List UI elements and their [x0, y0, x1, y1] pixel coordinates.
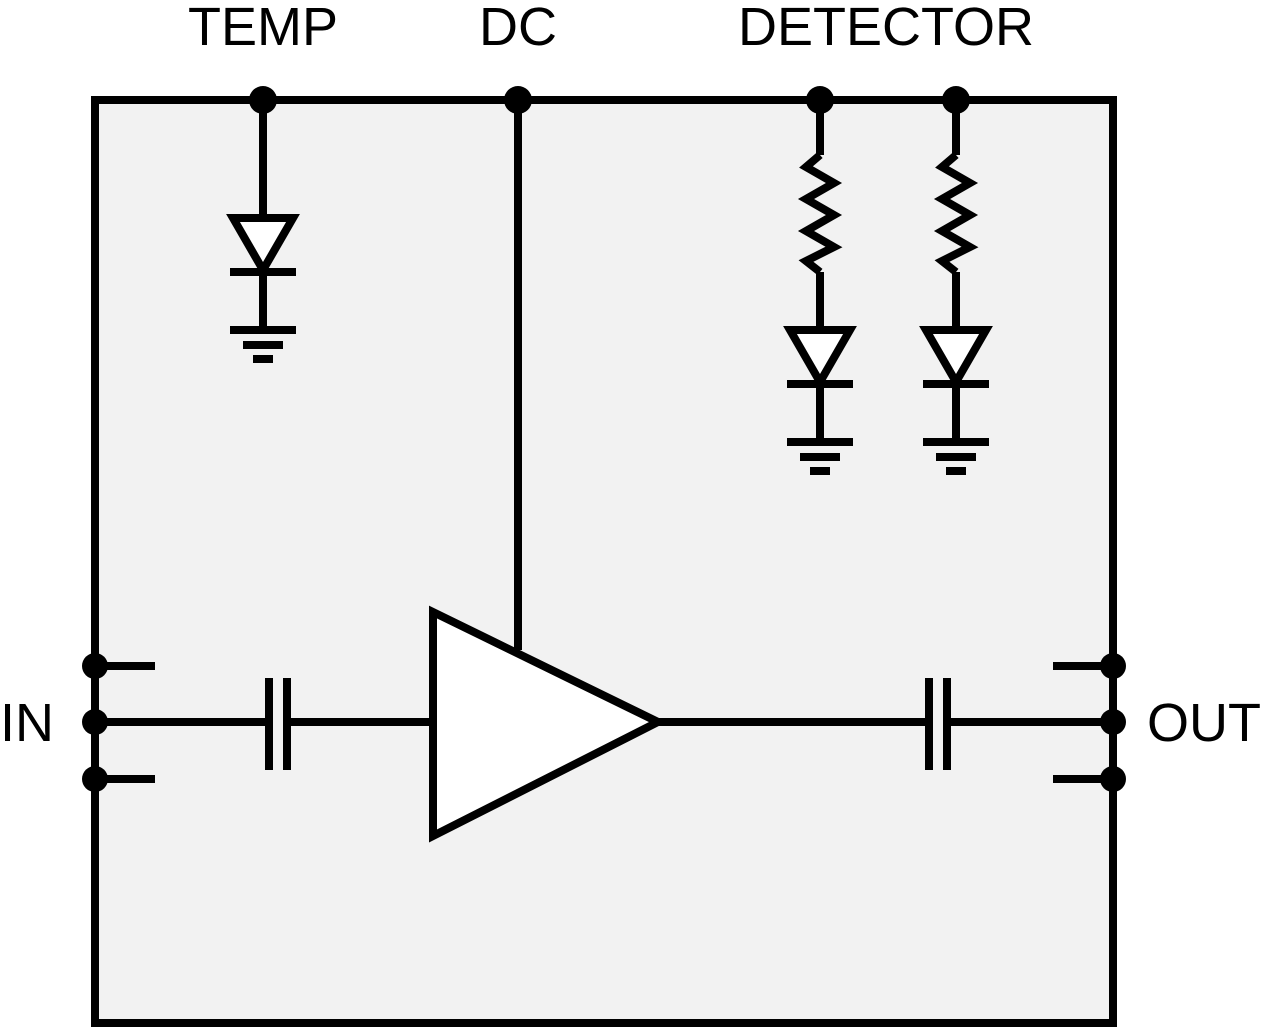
detector-1-resistor-icon: [797, 151, 843, 276]
detector-branch-2: [919, 100, 993, 475]
temp-pin-dot: [249, 86, 277, 114]
detector-2-diode-icon: [919, 326, 993, 391]
detector-1-diode-icon: [783, 326, 857, 391]
temp-ground-icon: [230, 326, 296, 363]
dc-pin-label: DC: [479, 0, 557, 57]
temp-diode-branch: [226, 100, 300, 363]
out-gnd-pin-dot-bottom: [1100, 766, 1126, 792]
out-pin-dot: [1100, 709, 1126, 735]
output-path: [658, 662, 1113, 783]
out-pin-label: OUT: [1147, 693, 1261, 753]
detector-2-resistor-icon: [933, 151, 979, 276]
temp-pin-label: TEMP: [188, 0, 338, 57]
dc-pin-dot: [504, 86, 532, 114]
pin-dots: [82, 86, 1126, 792]
in-pin-label: IN: [0, 693, 54, 753]
detector-pin-label: DETECTOR: [738, 0, 1034, 57]
in-pin-dot: [82, 709, 108, 735]
detector-pin-dot-2: [942, 86, 970, 114]
detector-pin-dot-1: [806, 86, 834, 114]
detector-2-ground-icon: [923, 438, 989, 475]
amplifier-icon: [429, 605, 667, 843]
in-gnd-pin-dot-top: [82, 653, 108, 679]
detector-1-ground-icon: [787, 438, 853, 475]
in-gnd-pin-dot-bottom: [82, 766, 108, 792]
out-gnd-pin-dot-top: [1100, 653, 1126, 679]
temp-diode-icon: [226, 214, 300, 279]
